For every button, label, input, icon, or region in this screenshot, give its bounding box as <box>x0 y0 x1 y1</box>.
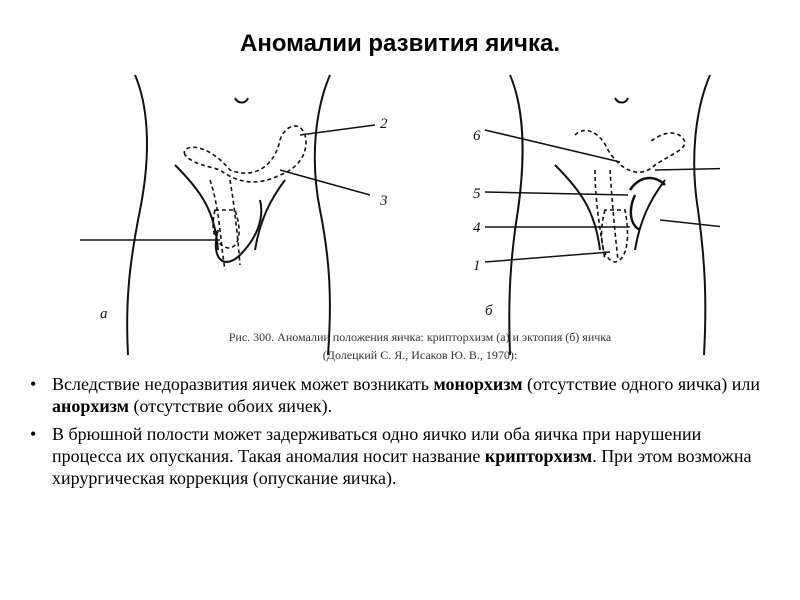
panel-b-groin <box>554 164 666 251</box>
panel-a-groin <box>174 164 286 251</box>
bullet-marker: • <box>30 374 37 394</box>
leader-b-8 <box>659 219 720 228</box>
label-b-1: 1 <box>473 258 481 274</box>
caption-line-2: (Долецкий С. Я., Исаков Ю. В., 1970): <box>322 348 518 362</box>
caption-line-1: Рис. 300. Аномалии положения яичка: крип… <box>228 330 612 344</box>
panel-b-right-contour <box>693 74 711 356</box>
anatomy-figure: 1 2 3 а 6 5 4 1 <box>80 70 720 360</box>
panel-a-scrotum <box>214 199 263 263</box>
panel-a-left-contour <box>126 74 148 356</box>
panel-b-navel <box>614 97 629 104</box>
leader-a-2 <box>299 124 376 136</box>
panel-b-label: б <box>485 303 493 319</box>
bullet-marker: • <box>30 424 37 444</box>
term-monorchism: монорхизм <box>433 374 523 394</box>
panel-b-black-curve <box>628 176 666 232</box>
leader-a-3 <box>279 169 371 196</box>
label-b-4: 4 <box>473 220 481 236</box>
label-a-3: 3 <box>379 193 388 209</box>
figure-drawing: 1 2 3 а 6 5 4 1 <box>80 74 720 356</box>
panel-a-testis <box>212 209 240 249</box>
bullet-text: (отсутствие обоих яичек). <box>129 396 333 416</box>
panel-b-testis <box>600 209 629 263</box>
label-b-6: 6 <box>473 128 481 144</box>
bullet-list: • Вследствие недоразвития яичек может во… <box>30 373 770 495</box>
term-anorchism: анорхизм <box>52 396 129 416</box>
leader-b-5 <box>484 191 629 196</box>
panel-a-label: а <box>100 306 108 322</box>
label-a-2: 2 <box>380 116 388 132</box>
figure-caption: Рис. 300. Аномалии положения яичка: крип… <box>160 328 680 364</box>
leader-b-6 <box>484 129 621 163</box>
panel-a-navel <box>234 97 249 104</box>
slide-title: Аномалии развития яичка. <box>239 30 560 57</box>
panel-b-testis-path <box>574 129 686 174</box>
leader-b-1 <box>484 251 611 263</box>
bullet-text: . При этом возможна хирургическая коррек… <box>52 446 752 488</box>
bullet-text: В брюшной полости может задерживаться од… <box>52 424 702 466</box>
panel-a-right-contour <box>313 74 331 356</box>
panel-b-cord <box>594 169 619 261</box>
panel-a-testis-path <box>183 125 307 183</box>
label-b-5: 5 <box>473 186 481 202</box>
term-cryptorchidism: крипторхизм <box>484 446 593 466</box>
panel-a-cord <box>209 179 241 271</box>
bullet-item: • Вследствие недоразвития яичек может во… <box>30 373 770 417</box>
leader-b-7 <box>654 167 720 171</box>
bullet-item: • В брюшной полости может задерживаться … <box>30 423 770 489</box>
bullet-text: (отсутствие одного яичка) или <box>522 374 760 394</box>
bullet-text: Вследствие недоразвития яичек может возн… <box>52 374 434 394</box>
panel-b-left-contour <box>508 74 524 356</box>
